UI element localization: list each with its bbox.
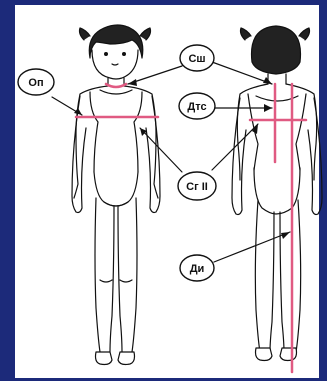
label-sg-text: Сг II — [186, 181, 208, 193]
back-figure — [232, 26, 322, 361]
label-di: Ди — [180, 255, 214, 281]
label-ssh-text: Сш — [188, 53, 205, 65]
label-di-text: Ди — [190, 263, 205, 275]
front-measurements — [76, 84, 158, 117]
neck-circumference-line — [106, 84, 126, 87]
label-op-text: Оп — [28, 77, 43, 89]
back-measurements — [250, 84, 306, 372]
leader-lines — [52, 62, 290, 262]
label-ssh: Сш — [180, 45, 214, 71]
label-dts: Дтс — [179, 93, 215, 119]
label-dts-text: Дтс — [187, 101, 206, 113]
front-figure — [72, 25, 160, 365]
label-sg: Сг II — [178, 172, 216, 200]
label-op: Оп — [18, 69, 54, 95]
